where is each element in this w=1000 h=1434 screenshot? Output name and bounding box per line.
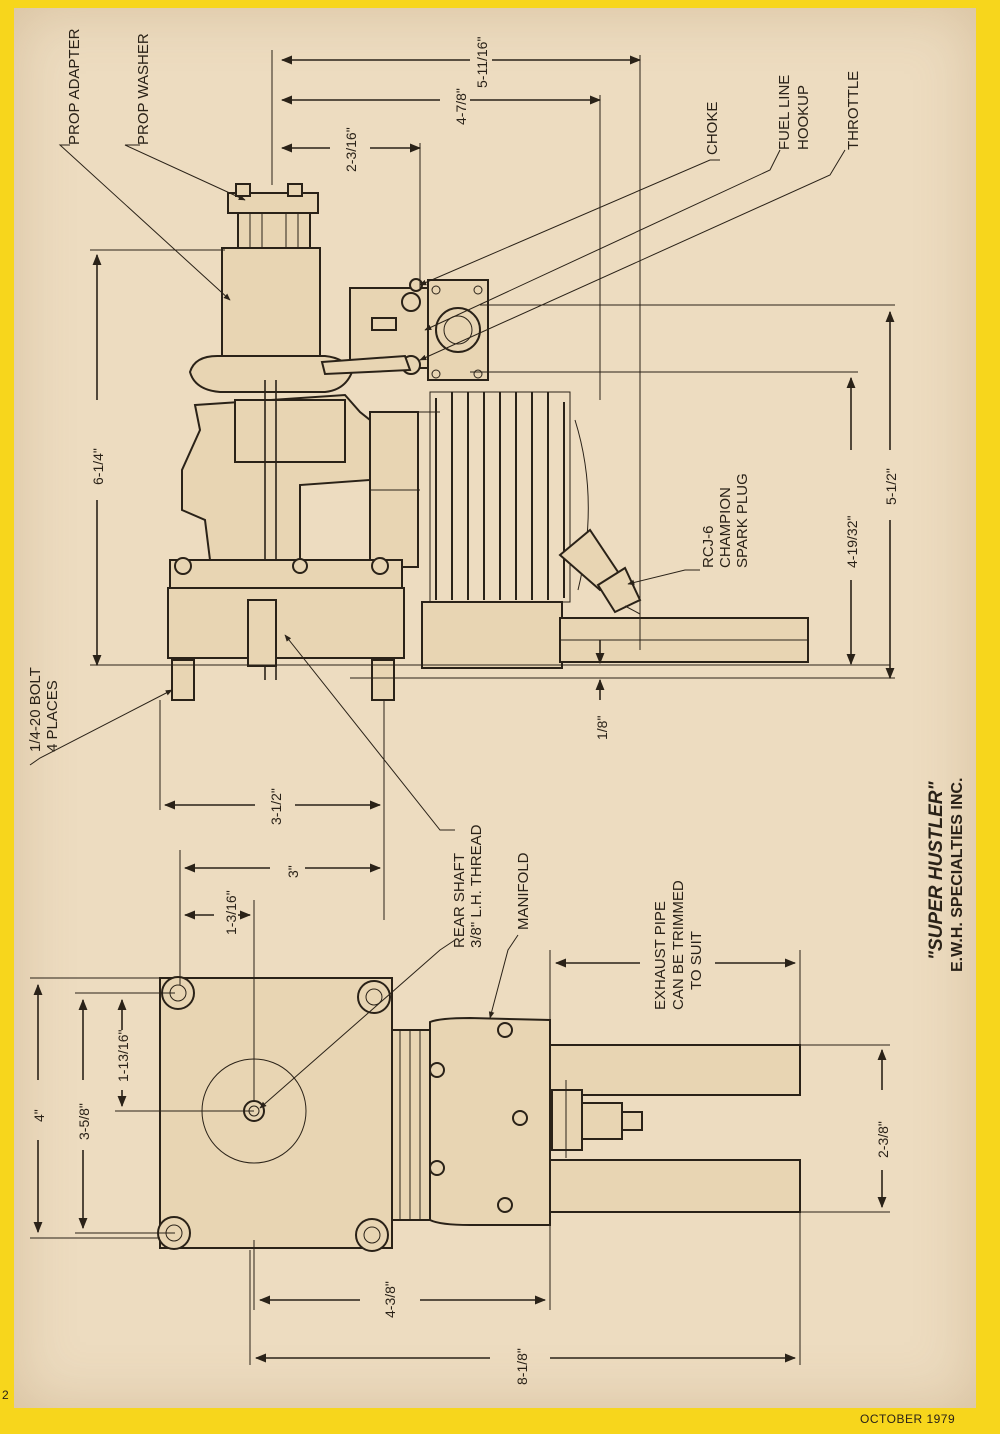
- dim-8-1-8: 8-1/8": [514, 1348, 530, 1385]
- dim-4-19-32: 4-19/32": [844, 516, 860, 568]
- cylinder-fins: [369, 391, 589, 603]
- corner-bolt-4: [355, 1218, 389, 1252]
- label-exhaust-1: EXHAUST PIPE: [652, 901, 669, 1010]
- carburetor: [320, 278, 489, 381]
- dim-1-8: 1/8": [594, 716, 610, 740]
- exhaust-pipe-upper: [549, 1044, 801, 1096]
- dim-4: 4": [31, 1109, 47, 1122]
- end-plate: [159, 977, 393, 1249]
- label-shaft-2: 3/8" L.H. THREAD: [468, 824, 485, 948]
- dim-4-7-8: 4-7/8": [453, 88, 469, 125]
- part-labels: PROP ADAPTER PROP WASHER CHOKE FUEL LINE…: [27, 28, 862, 1010]
- label-prop-adapter: PROP ADAPTER: [66, 28, 83, 145]
- label-spark-3: SPARK PLUG: [734, 473, 751, 568]
- label-throttle: THROTTLE: [845, 71, 862, 150]
- label-exhaust-2: CAN BE TRIMMED: [670, 880, 687, 1010]
- side-view: [167, 183, 809, 701]
- label-manifold: MANIFOLD: [515, 852, 532, 930]
- dim-2-3-16: 2-3/16": [343, 127, 359, 172]
- label-fuel-line-1: FUEL LINE: [776, 75, 793, 150]
- dim-3: 3": [285, 865, 301, 878]
- dim-1-13-16: 1-13/16": [115, 1030, 131, 1082]
- label-spark-1: RCJ-6: [700, 525, 717, 568]
- label-exhaust-3: TO SUIT: [688, 931, 705, 990]
- corner-bolt-2: [357, 980, 391, 1014]
- title-name: "SUPER HUSTLER": [926, 781, 947, 960]
- exhaust-pipe-lower: [549, 1159, 801, 1213]
- spark-plug-end: [551, 1080, 643, 1158]
- rear-shaft-part: [247, 599, 277, 667]
- manifold-side: [421, 601, 563, 669]
- dim-2-3-8: 2-3/8": [875, 1121, 891, 1158]
- dim-3-5-8: 3-5/8": [76, 1103, 92, 1140]
- title-block: "SUPER HUSTLER" E.W.H. SPECIALTIES INC.: [926, 778, 966, 972]
- label-bolt-1: 1/4-20 BOLT: [27, 667, 44, 752]
- bolt-right: [371, 659, 395, 701]
- head-fins: [391, 1029, 431, 1221]
- end-view: [157, 976, 801, 1252]
- bolt-left: [171, 659, 195, 701]
- dim-6-1-4: 6-1/4": [90, 448, 106, 485]
- spark-plug-side: [558, 528, 642, 615]
- label-bolt-2: 4 PLACES: [44, 680, 61, 752]
- dimension-values: 5-11/16" 4-7/8" 2-3/16" 6-1/4" 5-1/2" 4-…: [31, 37, 899, 1385]
- label-choke: CHOKE: [704, 102, 721, 155]
- title-maker: E.W.H. SPECIALTIES INC.: [949, 778, 966, 972]
- leader-lines: [29, 144, 846, 1109]
- dimension-lines: [30, 50, 895, 1365]
- label-shaft-1: REAR SHAFT: [451, 853, 468, 948]
- dim-4-3-8: 4-3/8": [382, 1281, 398, 1318]
- footer-date: OCTOBER 1979: [860, 1412, 956, 1426]
- manifold-part: [429, 1016, 551, 1226]
- mount-plate: [169, 559, 403, 591]
- footer-page: 2: [2, 1388, 10, 1402]
- label-spark-2: CHAMPION: [717, 487, 734, 568]
- base-block: [167, 587, 405, 659]
- dim-5-11-16: 5-11/16": [474, 37, 490, 88]
- prop-nut-stack: [237, 212, 311, 249]
- dim-5-1-2: 5-1/2": [883, 468, 899, 505]
- dim-3-1-2: 3-1/2": [268, 788, 284, 825]
- prop-adapter-part: [221, 247, 321, 359]
- label-prop-washer: PROP WASHER: [135, 33, 152, 145]
- label-fuel-line-2: HOOKUP: [795, 85, 812, 150]
- dim-1-3-16: 1-3/16": [223, 890, 239, 935]
